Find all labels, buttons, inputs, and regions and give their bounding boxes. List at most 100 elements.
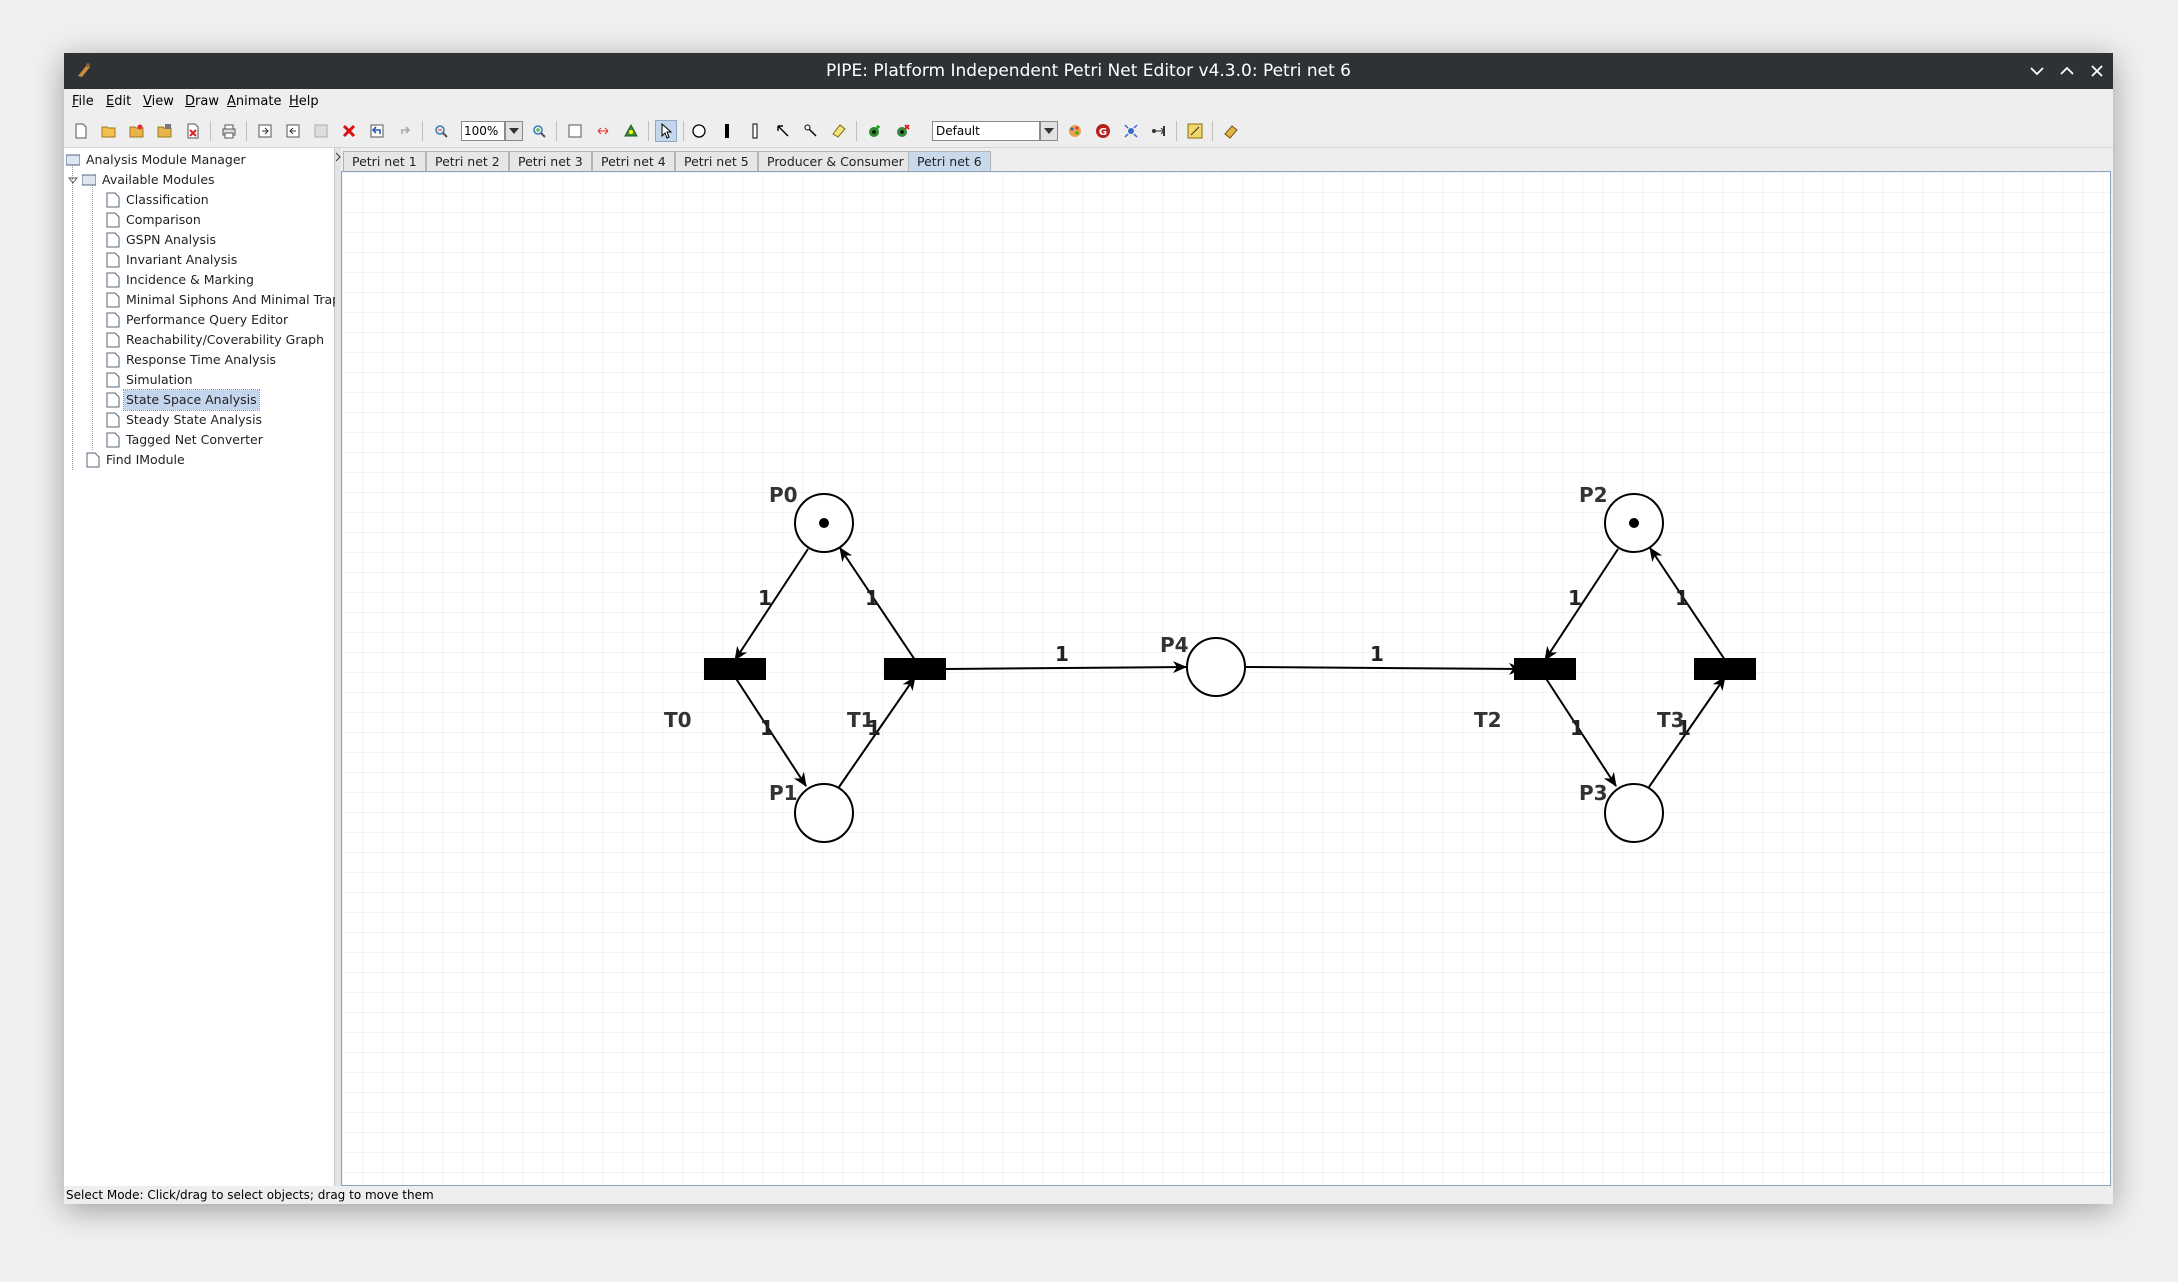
animate-button[interactable] xyxy=(620,120,642,142)
place-p1[interactable] xyxy=(794,783,854,843)
tree-item-simulation[interactable]: Simulation xyxy=(106,370,195,390)
arc-p3-t3[interactable] xyxy=(1648,676,1726,788)
close-icon xyxy=(2091,65,2103,77)
tree-item-response-time-analysis[interactable]: Response Time Analysis xyxy=(106,350,278,370)
tree-item-performance-query-editor[interactable]: Performance Query Editor xyxy=(106,310,290,330)
split-pane-divider[interactable] xyxy=(335,148,341,1186)
arc-t1-p4[interactable] xyxy=(945,661,1187,674)
tree-available-modules[interactable]: Available Modules xyxy=(68,170,217,190)
place-tool[interactable] xyxy=(688,120,710,142)
petri-net-canvas[interactable]: 1 1 1 1 1 1 1 1 1 1 xyxy=(341,171,2111,1186)
tree-item-tagged-net-converter[interactable]: Tagged Net Converter xyxy=(106,430,265,450)
copy-button[interactable] xyxy=(282,120,304,142)
tree-item-steady-state-analysis[interactable]: Steady State Analysis xyxy=(106,410,264,430)
place-p4[interactable] xyxy=(1186,637,1246,697)
minimize-button[interactable] xyxy=(2027,61,2047,81)
zoom-in-button[interactable] xyxy=(528,120,550,142)
delete-button[interactable] xyxy=(338,120,360,142)
cut-button[interactable] xyxy=(254,120,276,142)
folder-icon xyxy=(129,124,144,138)
transition-t3[interactable] xyxy=(1694,658,1756,680)
annotation-tool[interactable] xyxy=(828,120,850,142)
experiment-button[interactable] xyxy=(1220,120,1242,142)
arc-t3-p2[interactable] xyxy=(1649,547,1726,661)
place-p0[interactable] xyxy=(794,493,854,553)
tree-item-reachability-graph[interactable]: Reachability/Coverability Graph xyxy=(106,330,326,350)
tab-petri-net-5[interactable]: Petri net 5 xyxy=(675,151,758,171)
grid-button[interactable] xyxy=(564,120,586,142)
transition-label-t0: T0 xyxy=(664,708,692,732)
close-button[interactable] xyxy=(2087,61,2107,81)
token-editor-button[interactable] xyxy=(1064,120,1086,142)
redo-button[interactable] xyxy=(394,120,416,142)
new-file-button[interactable] xyxy=(70,120,92,142)
zoom-dropdown-button[interactable] xyxy=(505,121,523,141)
token-class-combo[interactable]: Default xyxy=(932,121,1040,141)
token-class-dropdown-button[interactable] xyxy=(1040,121,1058,141)
transition-t0[interactable] xyxy=(704,658,766,680)
print-button[interactable] xyxy=(218,120,240,142)
tab-petri-net-6[interactable]: Petri net 6 xyxy=(908,151,991,171)
zoom-combo[interactable]: 100% xyxy=(461,121,505,141)
menu-view[interactable]: View xyxy=(143,94,174,109)
tab-petri-net-2[interactable]: Petri net 2 xyxy=(426,151,509,171)
tree-item-state-space-analysis[interactable]: State Space Analysis xyxy=(106,389,260,411)
document-icon xyxy=(106,272,120,288)
tree-item-incidence-marking[interactable]: Incidence & Marking xyxy=(106,270,256,290)
tab-petri-net-4[interactable]: Petri net 4 xyxy=(592,151,675,171)
petri-net-drawing[interactable]: 1 1 1 1 1 1 1 1 1 1 xyxy=(342,172,2110,1185)
paste-button[interactable] xyxy=(310,120,332,142)
zoom-out-button[interactable] xyxy=(430,120,452,142)
inhibitor-arc-tool[interactable] xyxy=(800,120,822,142)
title-bar: PIPE: Platform Independent Petri Net Edi… xyxy=(64,53,2113,89)
menu-help[interactable]: Help xyxy=(289,94,319,109)
tab-petri-net-1[interactable]: Petri net 1 xyxy=(343,151,426,171)
open-button[interactable] xyxy=(98,120,120,142)
transition-t2[interactable] xyxy=(1514,658,1576,680)
expand-toggle-icon[interactable] xyxy=(68,175,78,185)
menu-draw[interactable]: Draw xyxy=(185,94,219,109)
arc-p4-t2[interactable] xyxy=(1245,662,1523,675)
tree-item-invariant-analysis[interactable]: Invariant Analysis xyxy=(106,250,239,270)
arc-p1-t1[interactable] xyxy=(838,676,916,788)
tab-petri-net-3[interactable]: Petri net 3 xyxy=(509,151,592,171)
place-icon xyxy=(692,124,706,138)
transition-t1[interactable] xyxy=(884,658,946,680)
add-token-tool[interactable] xyxy=(864,120,886,142)
maximize-button[interactable] xyxy=(2057,61,2077,81)
tree-item-gspn-analysis[interactable]: GSPN Analysis xyxy=(106,230,218,250)
tree-root[interactable]: Analysis Module Manager xyxy=(66,150,248,170)
layout-button[interactable] xyxy=(1184,120,1206,142)
arc-p0-t0[interactable] xyxy=(734,548,809,661)
undo-button[interactable] xyxy=(366,120,388,142)
menu-file[interactable]: File xyxy=(72,94,94,109)
fold-button[interactable] xyxy=(1148,120,1170,142)
drag-icon xyxy=(597,127,609,135)
place-p2[interactable] xyxy=(1604,493,1664,553)
arc-t0-p1[interactable] xyxy=(734,676,807,787)
menu-animate[interactable]: Animate xyxy=(227,94,282,109)
tree-item-classification[interactable]: Classification xyxy=(106,190,211,210)
open-example-button[interactable] xyxy=(126,120,148,142)
select-tool[interactable] xyxy=(655,120,677,142)
timed-transition-tool[interactable] xyxy=(744,120,766,142)
arc-t1-p0[interactable] xyxy=(839,547,916,661)
chevron-down-icon xyxy=(509,128,519,134)
group-transitions-button[interactable]: G xyxy=(1092,120,1114,142)
unfold-button[interactable] xyxy=(1120,120,1142,142)
arc-p2-t2[interactable] xyxy=(1544,548,1619,661)
tab-producer-consumer[interactable]: Producer & Consumer xyxy=(758,151,913,171)
tree-item-comparison[interactable]: Comparison xyxy=(106,210,203,230)
drag-button[interactable] xyxy=(592,120,614,142)
arc-tool[interactable] xyxy=(772,120,794,142)
tree-item-minimal-siphons[interactable]: Minimal Siphons And Minimal Traps xyxy=(106,290,349,310)
save-button[interactable] xyxy=(154,120,176,142)
arc-t2-p3[interactable] xyxy=(1544,676,1617,787)
place-p3[interactable] xyxy=(1604,783,1664,843)
immediate-transition-tool[interactable] xyxy=(716,120,738,142)
close-net-button[interactable] xyxy=(182,120,204,142)
menu-edit[interactable]: Edit xyxy=(106,94,132,109)
tree-item-find-imodule[interactable]: Find IModule xyxy=(86,450,187,470)
chevron-right-icon[interactable] xyxy=(335,152,341,162)
delete-token-tool[interactable] xyxy=(892,120,914,142)
